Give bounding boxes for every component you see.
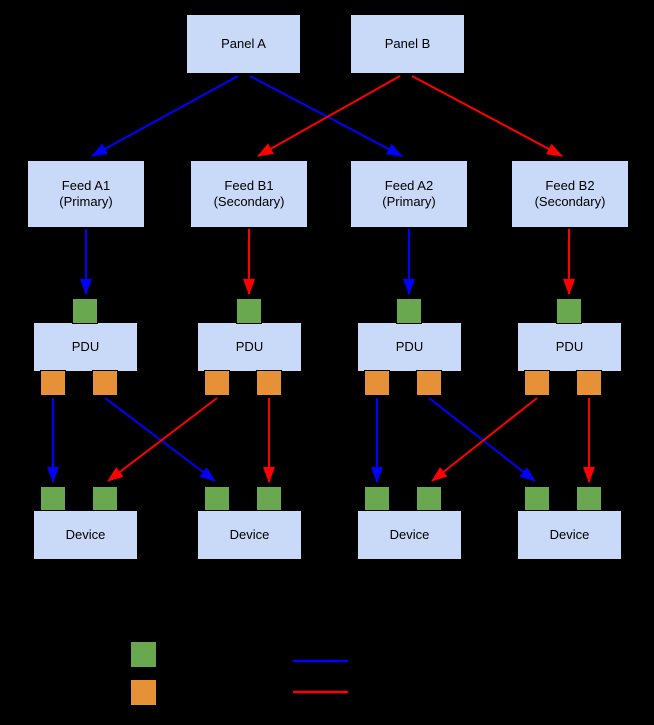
node-pdu-2: PDU	[197, 322, 302, 372]
arrow-pdu4-device3	[431, 397, 538, 482]
legend-input-port-swatch-icon	[130, 641, 157, 668]
pdu-1-input-port-icon	[72, 298, 98, 324]
pdu-4-output-port-right-icon	[576, 370, 602, 396]
node-feed-a2-name: Feed A2	[384, 177, 434, 193]
node-device-1: Device	[33, 510, 138, 560]
node-pdu-3: PDU	[357, 322, 462, 372]
arrow-panelB-feedB2	[411, 75, 563, 157]
node-device-3-label: Device	[389, 526, 430, 542]
node-device-1-label: Device	[65, 526, 106, 542]
pdu-2-output-port-right-icon	[256, 370, 282, 396]
arrow-pdu3-device4	[428, 397, 536, 482]
pdu-1-output-port-left-icon	[40, 370, 66, 396]
pdu-1-output-port-right-icon	[92, 370, 118, 396]
device-4-input-port-left-icon	[524, 486, 550, 512]
node-device-3: Device	[357, 510, 462, 560]
node-feed-b2: Feed B2 (Secondary)	[511, 160, 629, 228]
pdu-2-input-port-icon	[236, 298, 262, 324]
arrow-panelB-feedB1	[257, 75, 401, 157]
pdu-3-input-port-icon	[396, 298, 422, 324]
node-feed-a2: Feed A2 (Primary)	[350, 160, 468, 228]
node-panel-b: Panel B	[350, 14, 465, 74]
node-device-4-label: Device	[549, 526, 590, 542]
node-panel-a-label: Panel A	[221, 35, 266, 51]
device-2-input-port-right-icon	[256, 486, 282, 512]
device-3-input-port-right-icon	[416, 486, 442, 512]
device-2-input-port-left-icon	[204, 486, 230, 512]
node-feed-b1-role: (Secondary)	[213, 194, 285, 209]
node-feed-b1: Feed B1 (Secondary)	[190, 160, 308, 228]
node-panel-a: Panel A	[186, 14, 301, 74]
node-pdu-1: PDU	[33, 322, 138, 372]
legend-output-port-swatch-icon	[130, 679, 157, 706]
node-pdu-2-label: PDU	[235, 338, 264, 354]
arrow-pdu2-device1	[107, 397, 218, 482]
node-device-4: Device	[517, 510, 622, 560]
pdu-2-output-port-left-icon	[204, 370, 230, 396]
node-feed-b1-name: Feed B1	[224, 177, 274, 193]
node-feed-a1: Feed A1 (Primary)	[27, 160, 145, 228]
node-feed-a2-role: (Primary)	[382, 194, 436, 209]
arrow-panelA-feedA1	[91, 75, 239, 157]
node-pdu-1-label: PDU	[71, 338, 100, 354]
device-1-input-port-right-icon	[92, 486, 118, 512]
arrow-pdu1-device2	[104, 397, 216, 482]
node-pdu-4: PDU	[517, 322, 622, 372]
node-panel-b-label: Panel B	[384, 35, 431, 51]
device-1-input-port-left-icon	[40, 486, 66, 512]
pdu-4-output-port-left-icon	[524, 370, 550, 396]
arrow-panelA-feedA2	[249, 75, 403, 157]
pdu-3-output-port-left-icon	[364, 370, 390, 396]
pdu-4-input-port-icon	[556, 298, 582, 324]
node-pdu-3-label: PDU	[395, 338, 424, 354]
node-feed-a1-name: Feed A1	[61, 177, 111, 193]
node-feed-b2-role: (Secondary)	[534, 194, 606, 209]
node-feed-b2-name: Feed B2	[545, 177, 595, 193]
node-device-2: Device	[197, 510, 302, 560]
node-pdu-4-label: PDU	[555, 338, 584, 354]
pdu-3-output-port-right-icon	[416, 370, 442, 396]
node-device-2-label: Device	[229, 526, 270, 542]
device-3-input-port-left-icon	[364, 486, 390, 512]
node-feed-a1-role: (Primary)	[59, 194, 113, 209]
device-4-input-port-right-icon	[576, 486, 602, 512]
